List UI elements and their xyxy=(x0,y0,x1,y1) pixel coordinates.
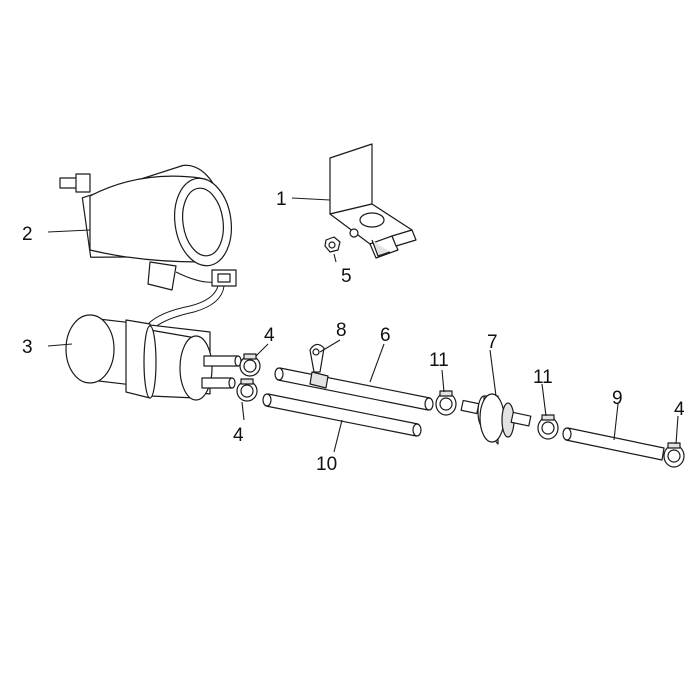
wire-harness xyxy=(147,285,225,329)
part-5-nut xyxy=(324,236,341,253)
leader-lines xyxy=(47,197,679,453)
part-7-filter xyxy=(460,393,532,445)
part-10-hose xyxy=(262,393,422,437)
callout-2: 2 xyxy=(22,224,33,245)
callout-10: 10 xyxy=(316,454,337,475)
callout-6: 6 xyxy=(380,325,391,346)
callout-4-right: 4 xyxy=(674,399,685,420)
callout-11-left: 11 xyxy=(429,350,449,371)
callout-5: 5 xyxy=(341,266,352,287)
clamp-11-right xyxy=(537,414,559,440)
callout-4-lower: 4 xyxy=(233,425,244,446)
callout-8: 8 xyxy=(336,320,347,341)
callout-4-upper: 4 xyxy=(264,325,275,346)
clamp-4-upper xyxy=(239,353,261,377)
callout-3: 3 xyxy=(22,337,33,358)
callout-numbers: 1 2 3 5 4 4 8 6 7 11 11 9 4 10 xyxy=(22,189,685,475)
clamp-4-lower xyxy=(236,378,258,402)
clamp-11-left xyxy=(435,390,457,416)
part-8-clip xyxy=(309,343,329,389)
callout-9: 9 xyxy=(612,388,623,409)
callout-11-right: 11 xyxy=(533,367,553,388)
part-9-hose xyxy=(562,427,665,461)
part-2-canister xyxy=(59,164,237,291)
part-3-fuel-pump xyxy=(65,314,242,401)
callout-7: 7 xyxy=(487,332,498,353)
callout-1: 1 xyxy=(276,189,287,210)
part-1-bracket xyxy=(329,143,417,259)
clamp-4-right xyxy=(663,442,685,468)
